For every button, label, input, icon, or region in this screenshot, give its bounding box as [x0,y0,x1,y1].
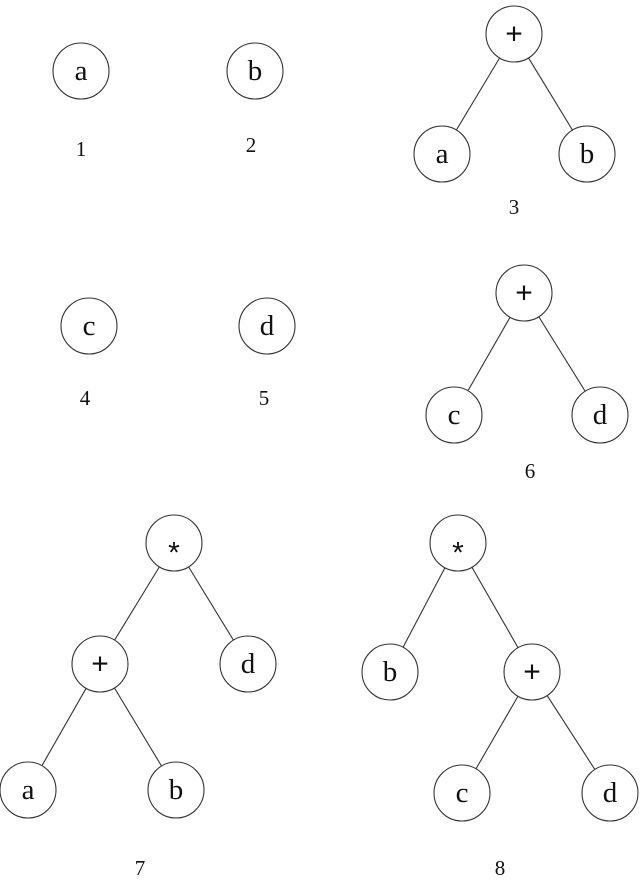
tree-7-caption: 7 [135,856,146,880]
tree-8-caption: 8 [495,856,506,880]
tree-8-node-d: d [581,764,639,822]
tree-3-node-circle [558,125,616,183]
tree-8-edge-times-to-plus [471,567,519,648]
tree-8-edge-plus-to-d [546,695,596,770]
edges-layer [41,57,596,770]
tree-7-node-plus: + [71,635,129,693]
tree-4-caption: 4 [80,386,91,410]
tree-6-node-c: c [425,386,483,444]
tree-6-node-label: d [593,399,608,431]
tree-5-node-circle [238,297,296,355]
tree-4-node-circle [60,297,118,355]
tree-8-node-times: * [429,514,487,572]
tree-3-node-label: a [436,138,449,170]
tree-8-node-label: d [603,777,618,809]
tree-4-node-label: c [83,310,96,342]
tree-8-node-circle [433,764,491,822]
tree-7-node-times: * [145,514,203,572]
tree-7-edge-times-to-d [188,566,234,641]
tree-1-node-circle [52,42,110,100]
tree-8-node-plus: + [503,643,561,701]
tree-3-node-circle [485,5,543,63]
tree-7-node-label: d [241,648,256,680]
tree-3-node-a: a [413,125,471,183]
tree-1-node-a: a [52,42,110,100]
tree-8-node-circle [361,643,419,701]
tree-7-node-circle [147,761,205,819]
tree-6-node-circle [495,264,553,322]
tree-8-node-b: b [361,643,419,701]
nodes-layer: a b + a b c d + c d * + d a b * b + c d [0,5,639,822]
tree-7-node-label: b [169,774,184,806]
tree-6-node-label: c [448,399,461,431]
tree-3-node-label: b [580,138,595,170]
tree-8-node-circle [503,643,561,701]
tree-8-node-label: + [523,656,541,689]
tree-8-node-label: c [456,777,469,809]
tree-7-node-a: a [0,761,57,819]
tree-6-caption: 6 [525,459,536,483]
tree-7-node-circle [0,761,57,819]
tree-2-caption: 2 [246,133,257,157]
tree-3-caption: 3 [509,195,520,219]
tree-8-node-label: * [452,537,464,570]
tree-7-node-b: b [147,761,205,819]
tree-7-node-circle [71,635,129,693]
tree-8-node-circle [429,514,487,572]
tree-6-edge-plus-to-c [467,317,511,391]
tree-1-node-label: a [75,55,88,87]
tree-5-node-d: d [238,297,296,355]
tree-8-edge-times-to-b [402,567,446,648]
tree-8-node-label: b [383,656,398,688]
tree-2-node-label: b [248,55,263,87]
tree-7-node-label: * [168,537,180,570]
tree-3-node-plus: + [485,5,543,63]
tree-5-caption: 5 [259,386,270,410]
tree-3-node-circle [413,125,471,183]
tree-1-caption: 1 [76,137,87,161]
tree-7-edge-plus-to-b [113,687,163,767]
tree-7-edge-plus-to-a [41,688,87,766]
tree-2-node-b: b [226,42,284,100]
tree-3-edge-plus-to-b [528,57,573,131]
tree-7-node-label: a [22,774,35,806]
tree-2-node-circle [226,42,284,100]
tree-7-node-circle [219,635,277,693]
tree-6-node-label: + [515,277,533,310]
tree-7-node-circle [145,514,203,572]
tree-8-node-circle [581,764,639,822]
tree-6-node-plus: + [495,264,553,322]
tree-7-edge-times-to-plus [114,566,160,641]
tree-8-edge-plus-to-c [475,695,519,770]
captions-layer: 1 2 3 4 5 6 7 8 [76,133,536,880]
tree-4-node-c: c [60,297,118,355]
tree-5-node-label: d [260,310,275,342]
tree-3-edge-plus-to-a [455,57,501,131]
tree-3-node-label: + [505,18,523,51]
tree-7-node-label: + [91,648,109,681]
tree-7-node-d: d [219,635,277,693]
tree-6-edge-plus-to-d [538,316,586,392]
tree-6-node-d: d [571,386,629,444]
tree-6-node-circle [425,386,483,444]
tree-6-node-circle [571,386,629,444]
tree-3-node-b: b [558,125,616,183]
tree-8-node-c: c [433,764,491,822]
